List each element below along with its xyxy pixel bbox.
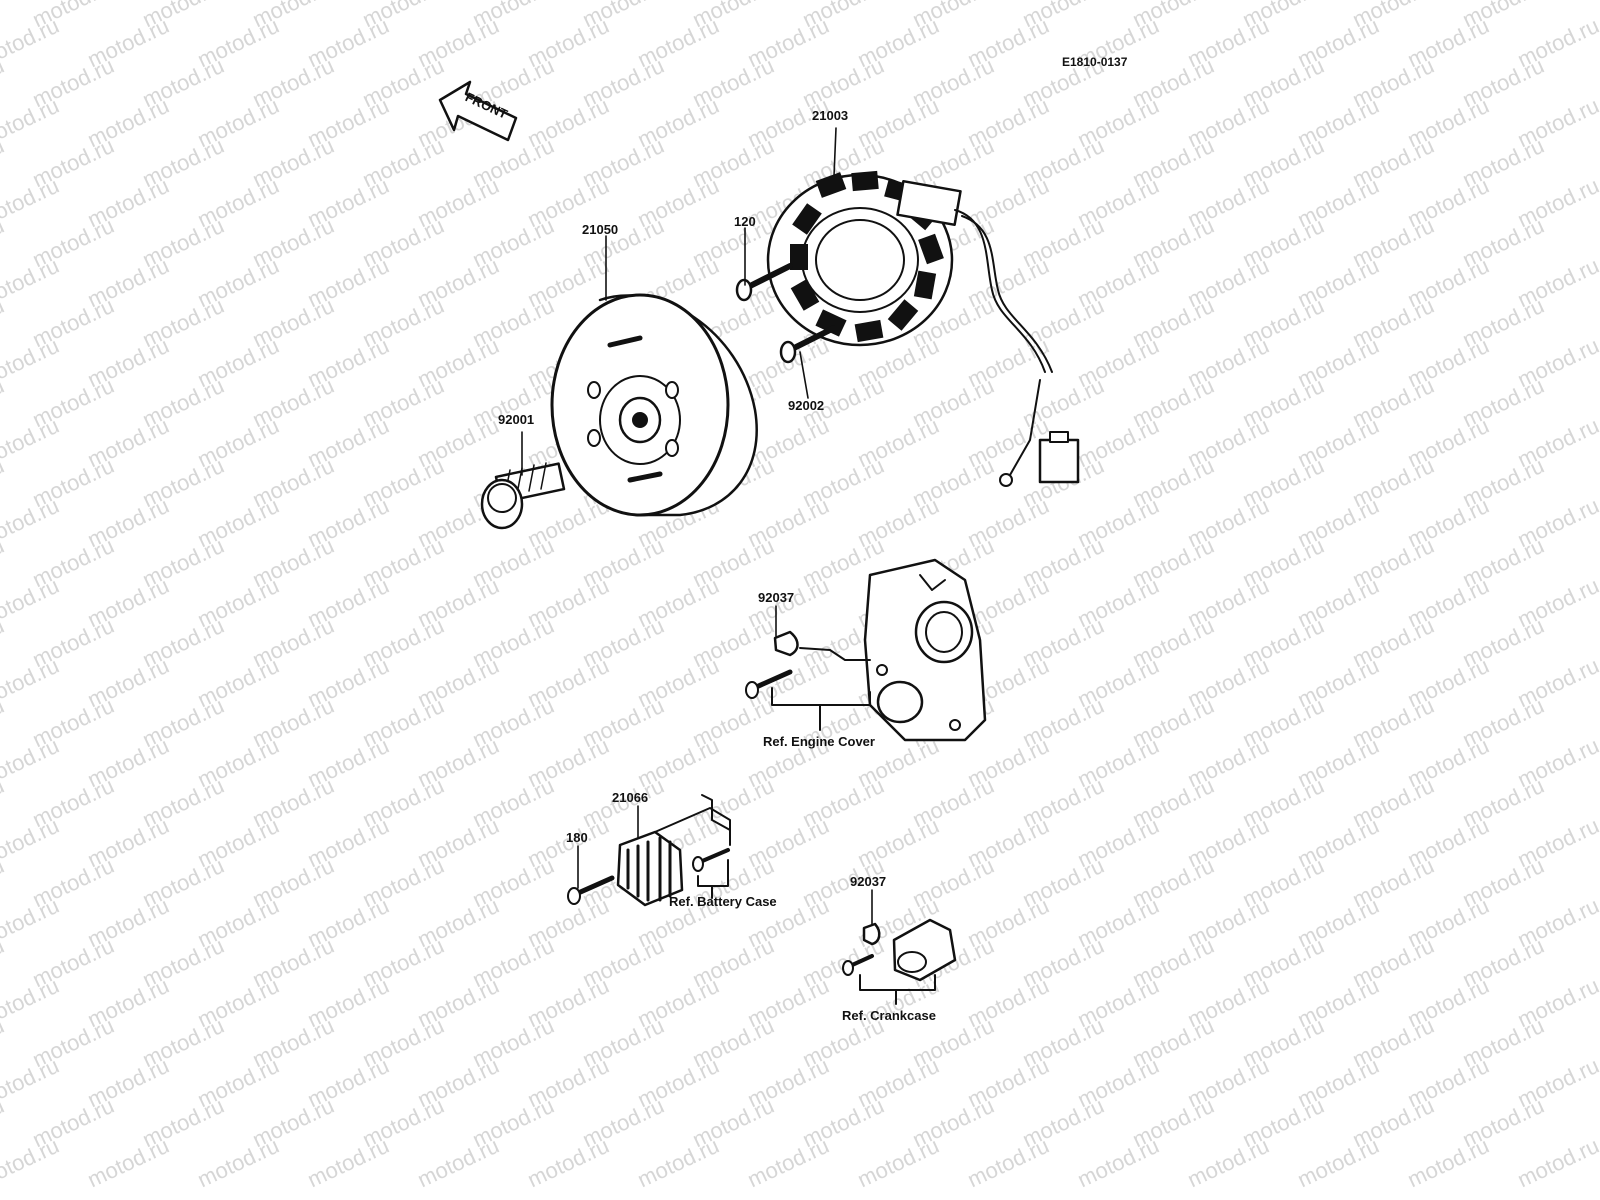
ref-engine-cover: Ref. Engine Cover [763,734,875,749]
leader-lines [521,127,873,926]
front-arrow-icon [438,80,518,142]
rotor-bolt-92001-icon [480,462,566,530]
stator-21003 [766,170,1080,487]
label-92001: 92001 [498,412,535,427]
label-21050: 21050 [582,222,619,237]
label-92002: 92002 [788,398,825,413]
label-21066: 21066 [612,790,649,805]
bolt-120-icon [735,263,793,302]
clamp-92037-engine-icon [745,630,871,731]
ref-crankcase: Ref. Crankcase [842,1008,936,1023]
rotor-21050 [550,293,758,517]
engine-cover-drawing [863,558,987,742]
bolt-92002-icon [779,325,837,364]
label-21003: 21003 [812,108,849,123]
label-180: 180 [566,830,588,845]
label-92037-crankcase: 92037 [850,874,887,889]
diagram-code: E1810-0137 [1062,55,1128,69]
regulator-21066 [567,794,731,907]
label-120: 120 [734,214,756,229]
label-92037-engine: 92037 [758,590,795,605]
ref-battery-case: Ref. Battery Case [669,894,777,909]
crankcase-clamp-92037 [842,918,957,1005]
